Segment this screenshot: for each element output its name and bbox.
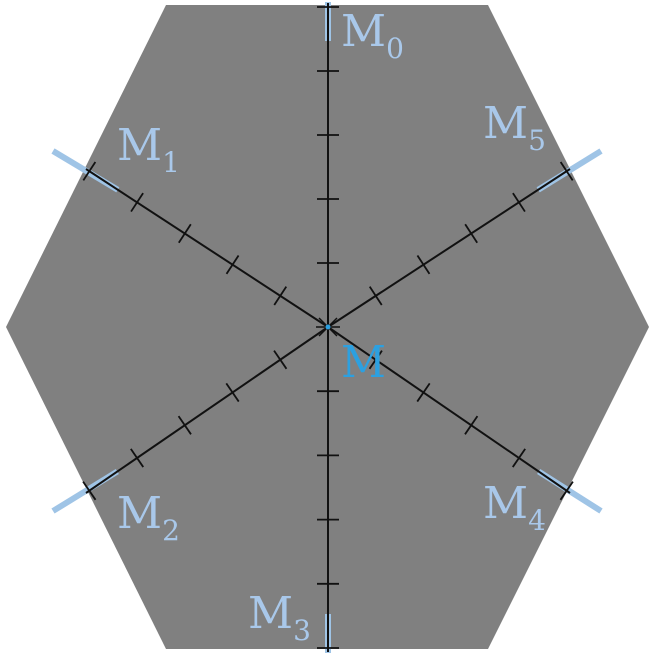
vertex-label-m0: M0 [341, 6, 404, 65]
vertex-label-m2: M2 [117, 488, 180, 547]
tick-m1-3 [178, 223, 192, 244]
tick-m4-4 [511, 448, 526, 468]
tick-m1-4 [130, 192, 144, 213]
spokes [85, 3, 571, 652]
tick-m4-5 [559, 481, 574, 501]
center-point [325, 324, 331, 330]
vertex-label-m4: M4 [483, 478, 546, 537]
tick-m2-3 [177, 415, 192, 435]
tick-marks [82, 6, 574, 649]
tick-m4-1 [368, 350, 383, 370]
spoke-m1 [85, 168, 329, 328]
tick-m2-5 [82, 481, 97, 501]
tick-m1-5 [82, 161, 97, 181]
vertex-label-m3: M3 [248, 588, 311, 647]
tick-m5-1 [368, 286, 383, 306]
tick-m2-2 [225, 382, 240, 403]
tick-m2-4 [130, 448, 145, 468]
tick-m1-1 [273, 286, 288, 306]
tick-m4-2 [416, 382, 431, 403]
spoke-m4 [327, 326, 571, 494]
tick-m4-3 [464, 415, 479, 435]
tick-m2-1 [273, 350, 288, 370]
vertex-label-m1: M1 [117, 120, 180, 179]
vertex-label-m5: M5 [483, 98, 546, 157]
spoke-m2 [85, 326, 329, 494]
center-label: M [341, 337, 386, 388]
spoke-m5 [327, 168, 571, 328]
tick-m1-2 [225, 254, 240, 275]
tick-m5-5 [559, 161, 574, 181]
tick-m5-2 [416, 254, 431, 275]
tick-m5-3 [464, 223, 478, 244]
tick-m5-4 [512, 192, 526, 213]
